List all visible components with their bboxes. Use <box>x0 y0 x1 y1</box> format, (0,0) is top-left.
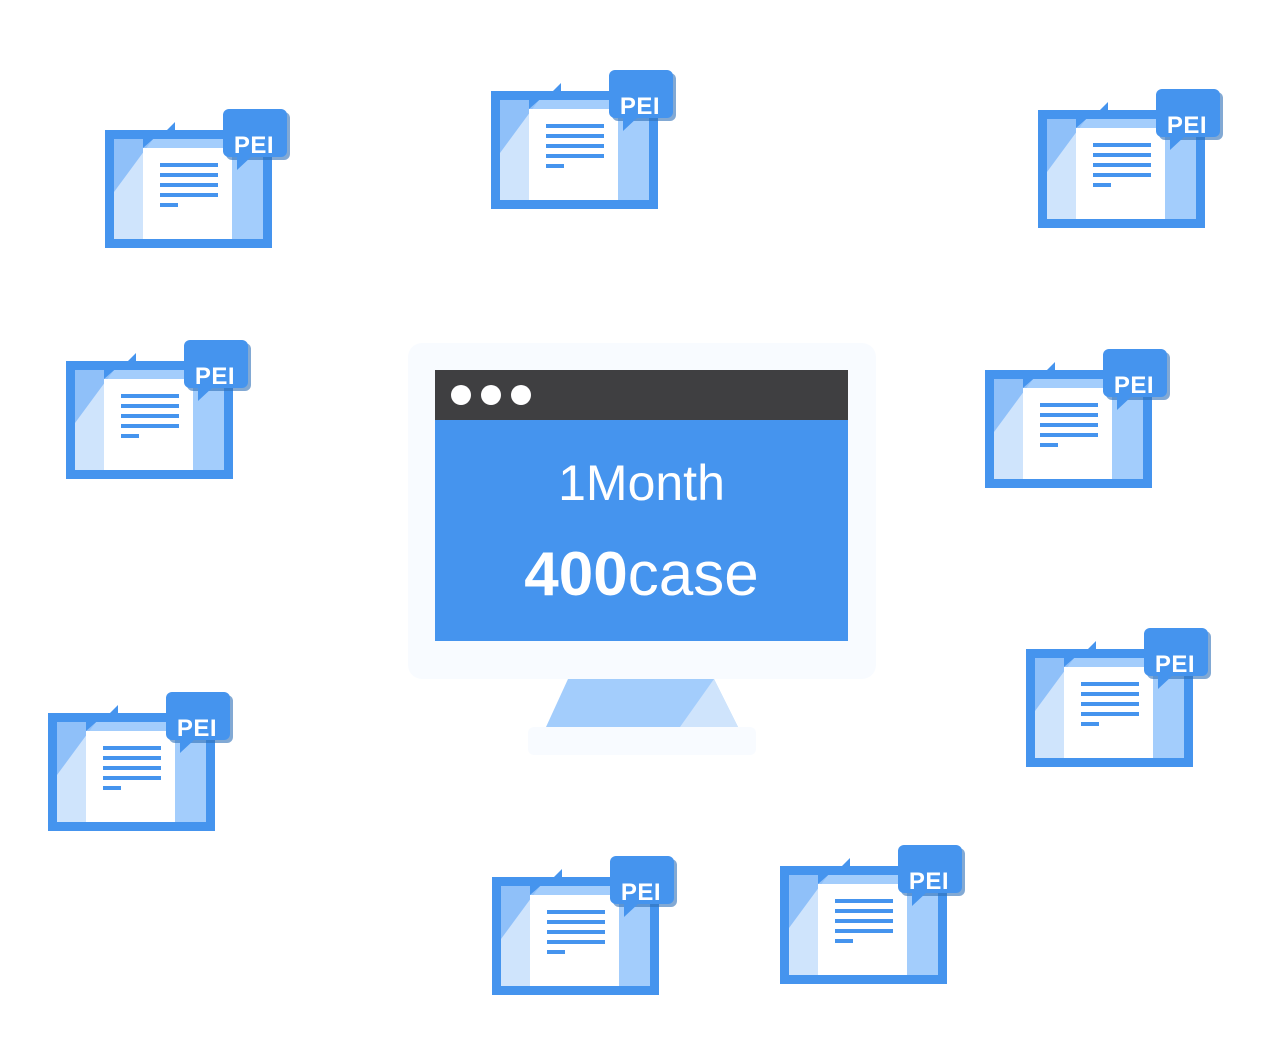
pei-badge-tail <box>623 118 637 131</box>
pei-badge <box>166 692 230 740</box>
pei-badge <box>1103 349 1167 397</box>
pei-document-icon-3: PEI <box>1038 88 1223 273</box>
window-titlebar <box>435 370 848 420</box>
pei-badge-label: PEI <box>620 879 662 906</box>
pei-document-icon-7: PEI <box>1026 627 1211 812</box>
case-count-number: 400 <box>524 540 628 609</box>
pei-document-icon-1: PEI <box>105 108 290 293</box>
pei-document-icon-6: PEI <box>48 691 233 876</box>
document-frame-icon <box>1026 628 1211 767</box>
monitor-stand-highlight <box>680 679 738 727</box>
window-dot-3 <box>511 385 531 405</box>
pei-badge-label: PEI <box>1113 372 1155 399</box>
pei-badge-tail <box>1170 137 1184 150</box>
pei-badge-tail <box>624 904 638 917</box>
pei-badge-label: PEI <box>194 363 236 390</box>
case-count: 400case <box>435 539 848 611</box>
pei-badge-tail <box>1117 397 1131 410</box>
case-count-unit: case <box>627 540 759 609</box>
pei-document-icon-5: PEI <box>985 348 1170 533</box>
pei-badge-label: PEI <box>1154 651 1196 678</box>
document-frame-icon <box>780 845 965 984</box>
document-frame-icon <box>985 349 1170 488</box>
pei-badge-label: PEI <box>176 715 218 742</box>
pei-badge-label: PEI <box>619 93 661 120</box>
document-frame-icon <box>491 70 676 209</box>
pei-badge-tail <box>237 157 251 170</box>
document-frame-icon <box>48 692 233 831</box>
pei-badge <box>610 856 674 904</box>
pei-badge <box>223 109 287 157</box>
document-frame-icon <box>66 340 251 479</box>
pei-badge <box>898 845 962 893</box>
pei-document-icon-9: PEI <box>780 844 965 1029</box>
monitor-graphic <box>408 343 876 755</box>
period-label: 1Month <box>558 455 725 511</box>
monitor-base-shadow <box>528 727 756 755</box>
window-dot-2 <box>481 385 501 405</box>
document-frame-icon <box>1038 89 1223 228</box>
pei-document-icon-8: PEI <box>492 855 677 1040</box>
pei-badge <box>609 70 673 118</box>
monitor-screen <box>435 420 848 641</box>
pei-badge-tail <box>180 740 194 753</box>
pei-badge-tail <box>912 893 926 906</box>
pei-badge-label: PEI <box>233 132 275 159</box>
pei-badge-tail <box>198 388 212 401</box>
pei-badge-label: PEI <box>1166 112 1208 139</box>
pei-badge <box>1144 628 1208 676</box>
pei-document-icon-4: PEI <box>66 339 251 524</box>
window-dot-1 <box>451 385 471 405</box>
pei-badge <box>1156 89 1220 137</box>
pei-badge-label: PEI <box>908 868 950 895</box>
pei-badge <box>184 340 248 388</box>
pei-document-icon-2: PEI <box>491 69 676 254</box>
monitor: 1Month 400case <box>408 343 878 759</box>
document-frame-icon <box>492 856 677 995</box>
document-frame-icon <box>105 109 290 248</box>
pei-badge-tail <box>1158 676 1172 689</box>
